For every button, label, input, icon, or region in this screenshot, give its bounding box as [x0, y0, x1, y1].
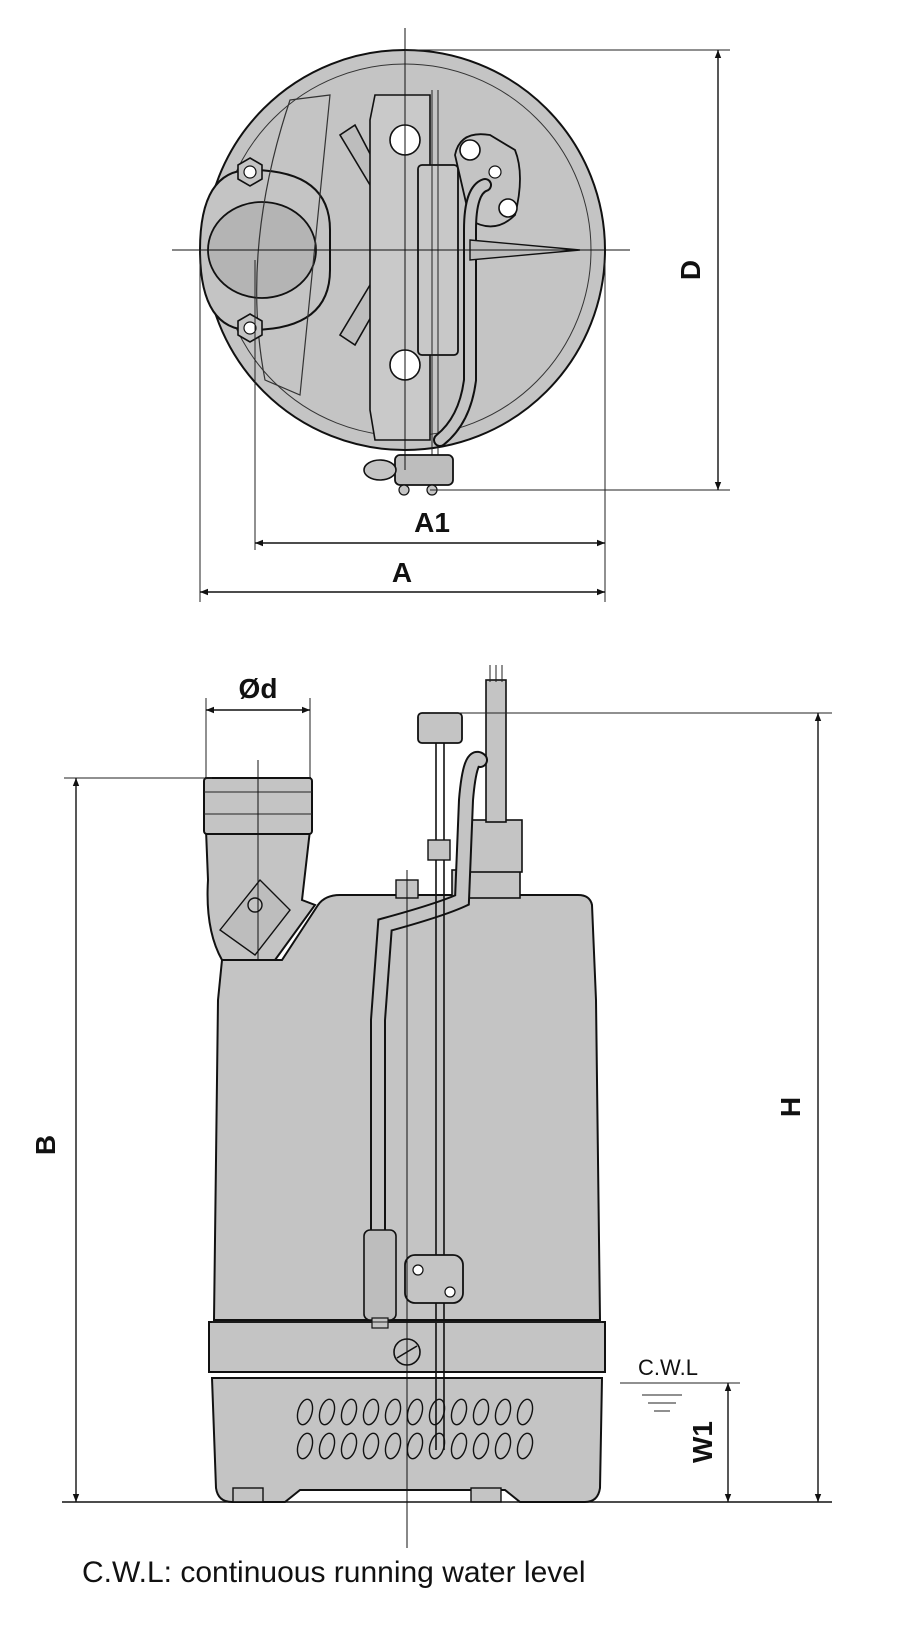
side-strainer-slots — [296, 1398, 534, 1460]
top-outlet-bolt-upper — [237, 157, 263, 187]
side-cable-top — [485, 679, 507, 823]
label-d: Ød — [239, 673, 278, 704]
top-float-switch — [394, 454, 454, 486]
label-B: B — [30, 1135, 61, 1155]
label-A1: A1 — [414, 507, 450, 538]
label-D: D — [675, 260, 706, 280]
top-rib-left — [256, 94, 331, 396]
side-view: Ød B H C.W.L W1 — [30, 665, 832, 1548]
side-float-clamp — [404, 1254, 464, 1304]
side-foot-right — [470, 1487, 502, 1503]
top-view: D A1 A — [172, 28, 730, 602]
side-foot-left — [232, 1487, 264, 1503]
side-handle-cap — [417, 712, 463, 744]
side-float-switch — [363, 1229, 397, 1321]
top-outlet-bolt-lower — [237, 313, 263, 343]
label-cwl: C.W.L — [638, 1355, 698, 1380]
footnote-cwl: C.W.L: continuous running water level — [82, 1556, 586, 1589]
side-elbow-flange — [218, 878, 291, 956]
label-A: A — [392, 557, 412, 588]
label-W1: W1 — [687, 1421, 718, 1463]
label-H: H — [775, 1097, 806, 1117]
